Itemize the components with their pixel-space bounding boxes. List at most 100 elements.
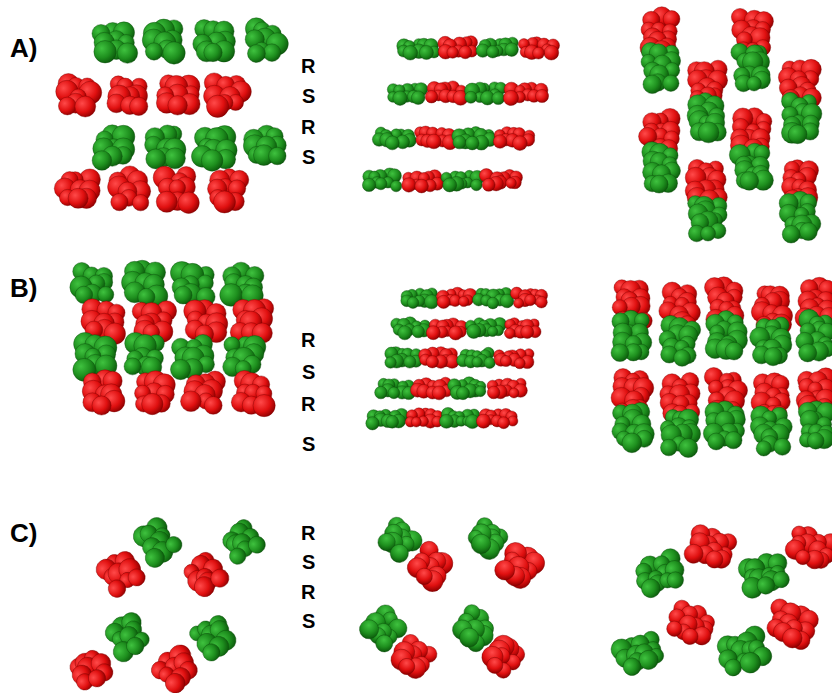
red-molecule <box>488 535 549 596</box>
chirality-label: R <box>301 56 315 76</box>
green-molecule <box>70 262 114 303</box>
green-molecule <box>440 407 480 428</box>
green-molecule <box>191 126 237 172</box>
red-molecule <box>493 127 534 151</box>
molecules <box>54 7 832 693</box>
panel-label: B) <box>10 275 37 301</box>
red-molecule <box>415 126 458 150</box>
green-molecule <box>629 546 690 601</box>
chirality-label: S <box>302 147 315 167</box>
red-molecule <box>504 318 541 339</box>
green-molecule <box>145 125 186 169</box>
green-molecule <box>660 409 700 457</box>
green-molecule <box>796 309 832 362</box>
red-molecule <box>107 76 148 116</box>
chirality-label: R <box>301 394 315 414</box>
chirality-label: R <box>301 117 315 137</box>
chirality-label: S <box>302 552 315 572</box>
red-molecule <box>436 287 477 308</box>
green-molecule <box>703 401 745 450</box>
green-molecule <box>366 408 408 430</box>
red-molecule <box>91 544 149 603</box>
red-molecule <box>64 642 120 693</box>
green-molecule <box>611 310 652 361</box>
red-molecule <box>503 82 548 105</box>
red-molecule <box>405 408 443 428</box>
red-molecule <box>146 640 206 693</box>
green-molecule <box>608 626 668 680</box>
green-molecule <box>641 42 681 93</box>
red-molecule <box>204 73 252 118</box>
chirality-label: S <box>302 362 315 382</box>
green-molecule <box>362 168 401 192</box>
green-molecule <box>465 318 506 339</box>
red-molecule <box>419 347 459 369</box>
green-molecule <box>170 334 214 379</box>
green-molecule <box>731 43 771 91</box>
green-molecule <box>186 609 241 665</box>
green-molecule <box>779 191 821 243</box>
red-molecule <box>479 169 522 192</box>
green-molecule <box>452 127 497 150</box>
panel-label: A) <box>10 35 37 61</box>
red-molecule <box>181 371 226 414</box>
red-molecule <box>518 37 559 60</box>
green-molecule <box>401 288 439 309</box>
red-molecule <box>426 318 467 340</box>
red-molecule <box>54 169 100 209</box>
red-molecule <box>425 81 468 105</box>
green-molecule <box>781 92 821 143</box>
red-molecule <box>177 547 232 603</box>
green-molecule <box>642 142 681 193</box>
red-molecule <box>385 628 441 684</box>
green-molecule <box>457 347 496 368</box>
green-molecule <box>612 402 654 452</box>
green-molecule <box>441 170 484 192</box>
red-molecule <box>782 520 832 574</box>
green-molecule <box>215 516 269 570</box>
green-molecule <box>122 260 168 307</box>
red-molecule <box>510 287 547 308</box>
red-molecule <box>476 408 517 428</box>
chirality-label: R <box>301 330 315 350</box>
red-molecule <box>476 629 530 684</box>
green-molecule <box>798 401 832 449</box>
green-molecule <box>688 196 727 242</box>
red-molecule <box>82 370 125 415</box>
green-molecule <box>465 82 507 105</box>
green-molecule <box>245 18 288 63</box>
chirality-label: R <box>301 523 315 543</box>
green-molecule <box>391 317 431 340</box>
green-molecule <box>375 378 416 399</box>
green-molecule <box>385 347 422 369</box>
green-molecule <box>659 315 701 366</box>
red-molecule <box>662 597 720 651</box>
green-molecule <box>92 125 135 170</box>
red-molecule <box>760 596 822 654</box>
chirality-label: S <box>302 86 315 106</box>
green-molecule <box>750 406 792 456</box>
green-molecule <box>448 377 486 400</box>
green-molecule <box>476 37 518 58</box>
green-molecule <box>124 332 164 377</box>
panel-label: C) <box>10 520 37 546</box>
green-molecule <box>142 19 185 64</box>
red-molecule <box>681 521 739 575</box>
green-molecule <box>750 317 792 366</box>
red-molecule <box>208 169 249 213</box>
red-molecule <box>153 166 199 213</box>
red-molecule <box>402 170 444 193</box>
green-molecule <box>397 38 440 60</box>
red-molecule <box>156 75 200 115</box>
chirality-label: S <box>302 434 315 454</box>
red-molecule <box>410 377 452 400</box>
green-molecule <box>92 22 138 63</box>
green-molecule <box>170 261 215 306</box>
red-molecule <box>231 370 275 416</box>
red-molecule <box>487 378 527 399</box>
green-molecule <box>729 143 773 190</box>
red-molecule <box>402 537 461 596</box>
red-molecule <box>438 36 478 59</box>
green-molecule <box>387 83 427 106</box>
